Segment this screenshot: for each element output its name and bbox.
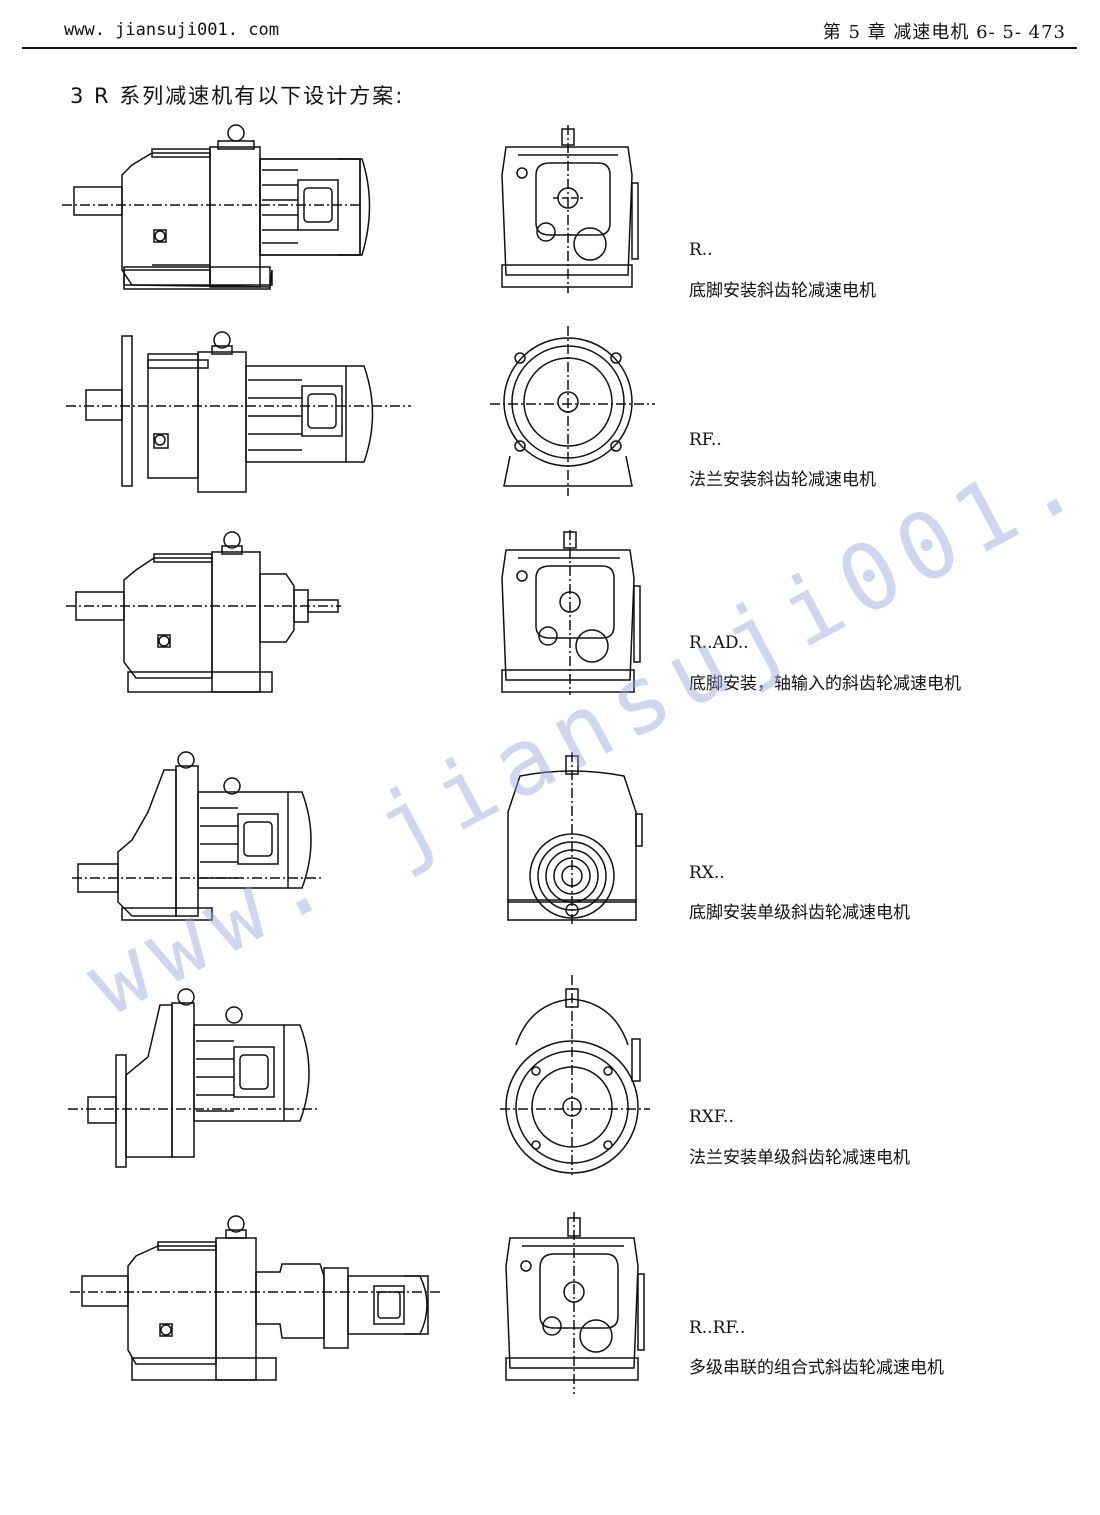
rx-side-view-drawing bbox=[72, 752, 332, 927]
rad-front-view-drawing bbox=[498, 530, 643, 695]
rxf-side-view-drawing bbox=[68, 985, 328, 1170]
design-desc-rxf: 法兰安装单级斜齿轮减速电机 bbox=[689, 1148, 910, 1168]
rxf-front-view-drawing bbox=[500, 975, 650, 1175]
section-title: 3 R 系列减速机有以下设计方案: bbox=[70, 84, 405, 108]
design-desc-rrf: 多级串联的组合式斜齿轮减速电机 bbox=[689, 1358, 944, 1378]
design-code-rxf: RXF.. bbox=[689, 1107, 734, 1127]
rrf-side-view-drawing bbox=[70, 1212, 445, 1384]
header-rule bbox=[22, 47, 1077, 49]
design-desc-rf: 法兰安装斜齿轮减速电机 bbox=[689, 470, 876, 490]
design-code-r: R.. bbox=[689, 240, 713, 260]
design-code-rad: R..AD.. bbox=[689, 633, 749, 653]
design-code-rx: RX.. bbox=[689, 863, 725, 883]
rad-side-view-drawing bbox=[66, 530, 346, 695]
header-chapter-page: 第 5 章 减速电机 6- 5- 473 bbox=[822, 22, 1066, 43]
design-desc-r: 底脚安装斜齿轮减速电机 bbox=[689, 281, 876, 301]
rrf-front-view-drawing bbox=[502, 1212, 647, 1394]
rx-front-view-drawing bbox=[500, 752, 650, 927]
design-code-rrf: R..RF.. bbox=[689, 1318, 746, 1338]
header-website[interactable]: www. jiansuji001. com bbox=[64, 20, 279, 40]
design-code-rf: RF.. bbox=[689, 430, 722, 450]
r-front-view-drawing bbox=[498, 125, 643, 293]
design-desc-rad: 底脚安装，轴输入的斜齿轮减速电机 bbox=[689, 674, 961, 694]
rf-side-view-drawing bbox=[66, 330, 416, 500]
rf-front-view-drawing bbox=[490, 326, 655, 496]
design-desc-rx: 底脚安装单级斜齿轮减速电机 bbox=[689, 903, 910, 923]
r-side-view-drawing bbox=[62, 125, 382, 300]
